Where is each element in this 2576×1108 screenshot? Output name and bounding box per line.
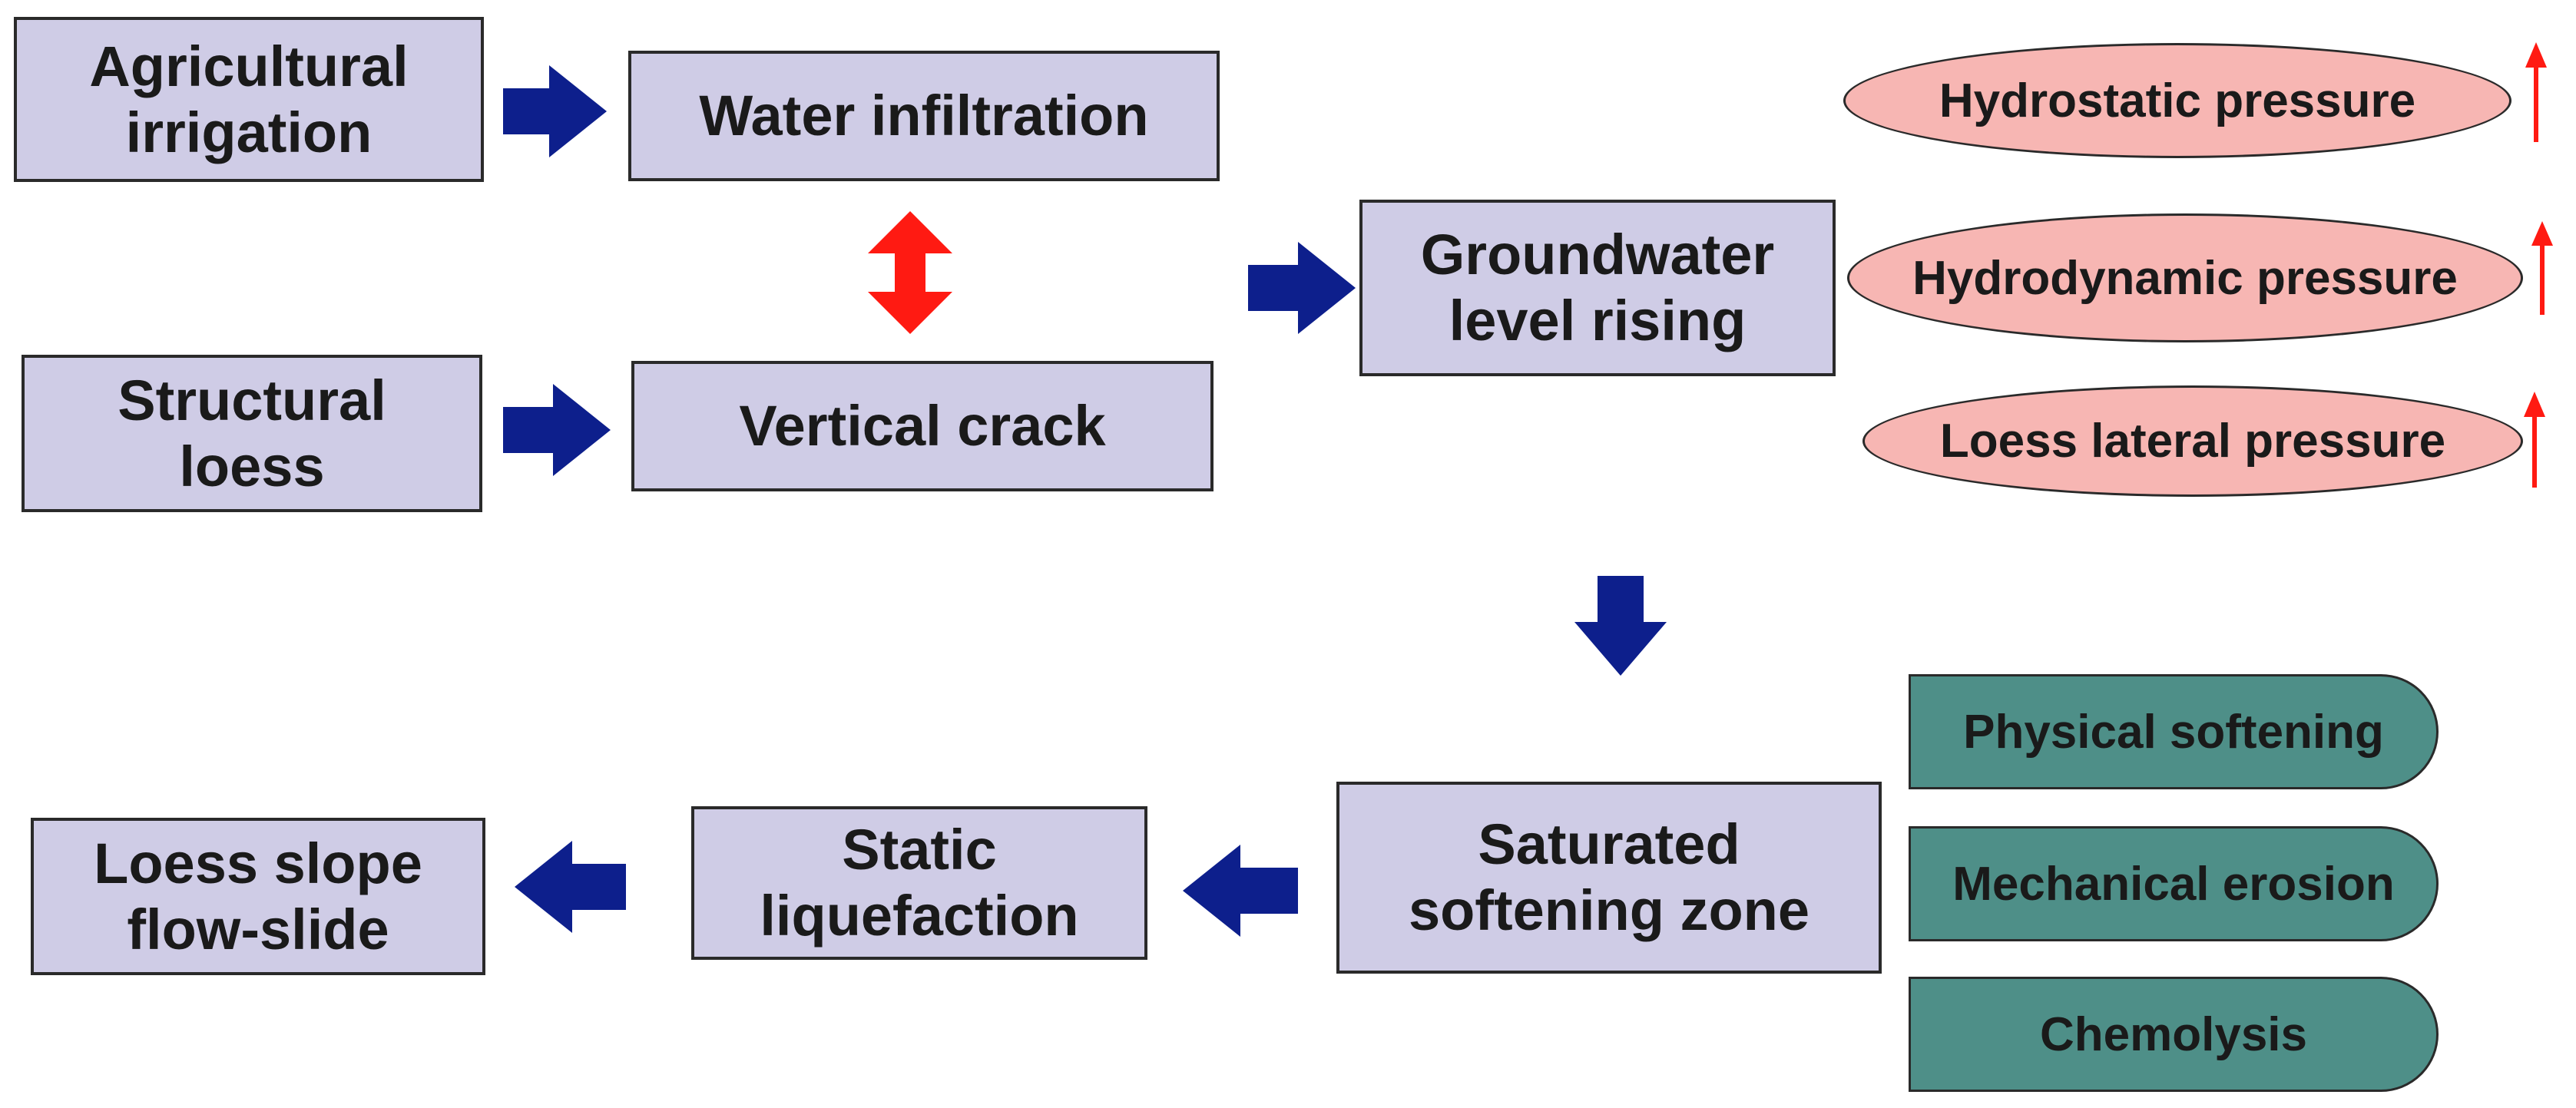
- node-vertical-crack: Vertical crack: [631, 361, 1214, 491]
- right-arrow-icon: [1248, 242, 1356, 334]
- node-groundwater-level-rising: Groundwater level rising: [1359, 200, 1836, 376]
- left-arrow-icon: [1183, 845, 1298, 937]
- right-arrow-icon: [503, 384, 611, 476]
- up-arrow-icon: [2524, 392, 2545, 488]
- softening-mechanical: Mechanical erosion: [1909, 826, 2439, 941]
- node-label: Vertical crack: [739, 394, 1106, 458]
- node-static-liquefaction: Static liquefaction: [691, 806, 1147, 960]
- node-label: Structural loess: [118, 368, 386, 498]
- pressure-label: Loess lateral pressure: [1939, 415, 2446, 468]
- double-arrow-icon: [868, 211, 952, 334]
- up-arrow-icon: [2531, 221, 2553, 315]
- left-arrow-icon: [515, 841, 626, 933]
- up-arrow-icon: [2525, 42, 2547, 142]
- node-saturated-softening-zone: Saturated softening zone: [1336, 782, 1882, 974]
- pressure-hydrodynamic: Hydrodynamic pressure: [1847, 213, 2523, 342]
- softening-label: Mechanical erosion: [1952, 857, 2395, 911]
- node-agricultural-irrigation: Agricultural irrigation: [14, 17, 484, 182]
- node-label: Water infiltration: [699, 84, 1149, 147]
- pressure-hydrostatic: Hydrostatic pressure: [1843, 43, 2511, 158]
- down-arrow-icon: [1574, 576, 1667, 676]
- softening-label: Chemolysis: [2039, 1007, 2308, 1061]
- right-arrow-icon: [503, 65, 607, 157]
- node-label: Loess slope flow-slide: [94, 831, 422, 961]
- node-label: Saturated softening zone: [1408, 812, 1810, 942]
- softening-label: Physical softening: [1963, 705, 2384, 759]
- softening-chemolysis: Chemolysis: [1909, 977, 2439, 1092]
- node-label: Agricultural irrigation: [89, 34, 409, 164]
- node-loess-slope-flow-slide: Loess slope flow-slide: [31, 818, 485, 975]
- node-label: Static liquefaction: [760, 818, 1079, 948]
- pressure-label: Hydrostatic pressure: [1939, 74, 2416, 127]
- node-label: Groundwater level rising: [1420, 223, 1775, 352]
- node-water-infiltration: Water infiltration: [628, 51, 1220, 181]
- softening-physical: Physical softening: [1909, 674, 2439, 789]
- pressure-loess-lateral: Loess lateral pressure: [1862, 385, 2523, 497]
- node-structural-loess: Structural loess: [22, 355, 482, 512]
- pressure-label: Hydrodynamic pressure: [1912, 251, 2458, 305]
